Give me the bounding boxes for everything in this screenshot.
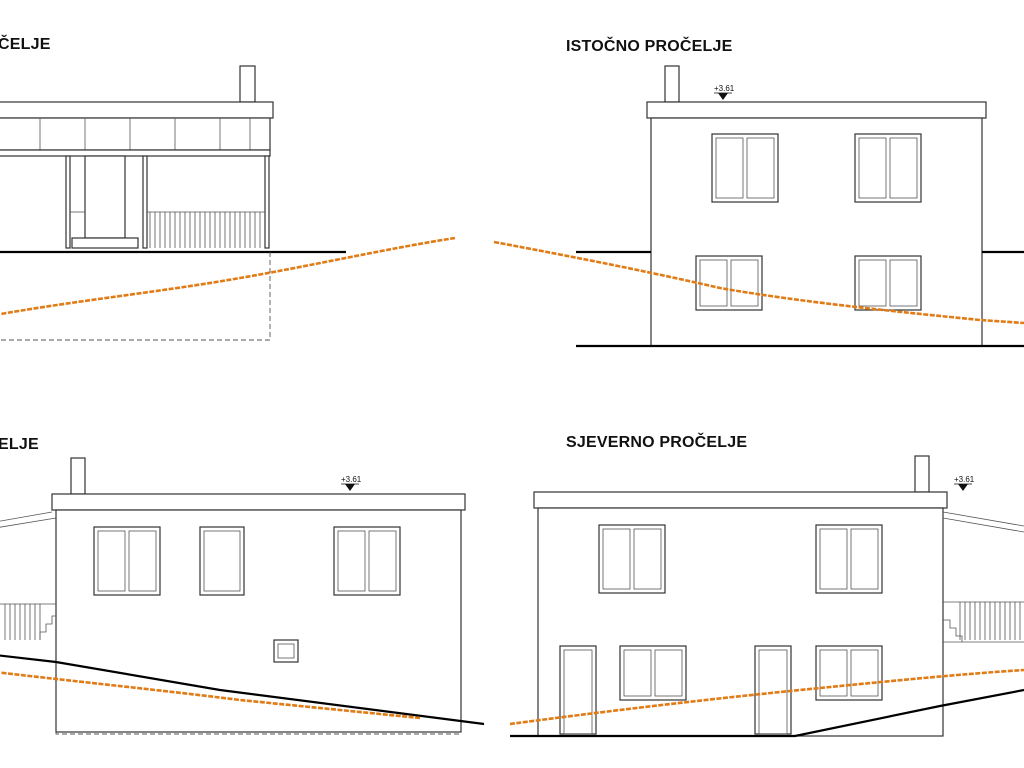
canopy-edge — [0, 511, 53, 522]
side-railing — [0, 603, 56, 640]
window — [93, 526, 161, 596]
elevation-title-north: SJEVERNO PROČELJE — [566, 434, 748, 451]
door — [559, 645, 597, 735]
window — [619, 645, 687, 701]
window — [333, 526, 401, 596]
canopy-edge — [942, 517, 1024, 533]
level-marker-icon — [958, 484, 968, 491]
post — [264, 155, 270, 249]
railing — [70, 211, 265, 248]
chimney — [914, 455, 930, 493]
chimney — [664, 65, 680, 103]
door — [84, 155, 126, 239]
level-label: +3.61 — [954, 475, 975, 484]
terrain-line — [493, 240, 1024, 325]
canopy-edge — [0, 517, 57, 528]
roof-slab — [51, 493, 466, 511]
cladding-band — [0, 117, 271, 151]
elevation-title-bottom-left: ELJE — [0, 436, 39, 453]
small-window — [273, 639, 299, 663]
window — [711, 133, 779, 203]
elevation-north: +3.61 — [509, 455, 1024, 738]
roof-slab — [533, 491, 948, 509]
elevation-east: +3.61 — [493, 65, 1024, 348]
ground-line — [0, 654, 485, 726]
elevation-top-left — [0, 65, 456, 341]
door — [754, 645, 792, 735]
chimney — [70, 457, 86, 495]
level-marker-icon — [718, 93, 728, 100]
roof-slab — [0, 101, 274, 119]
foundation-outline — [55, 732, 461, 735]
ground-line — [510, 688, 1024, 738]
cladding-lines — [39, 118, 251, 150]
elevation-title-east: ISTOČNO PROČELJE — [566, 38, 733, 55]
window — [854, 255, 922, 311]
terrain-line — [509, 668, 1024, 726]
elevation-bottom-left: +3.61 — [0, 457, 485, 735]
window — [854, 133, 922, 203]
level-label: +3.61 — [714, 84, 735, 93]
window — [598, 524, 666, 594]
window — [815, 524, 883, 594]
terrain-line — [0, 671, 421, 720]
post — [142, 155, 148, 249]
beam — [0, 149, 271, 157]
window — [695, 255, 763, 311]
elevation-title-top-left: ČELJE — [0, 36, 51, 53]
window — [815, 645, 883, 701]
chimney — [239, 65, 256, 103]
roof-slab — [646, 101, 987, 119]
level-label: +3.61 — [341, 475, 362, 484]
facade-wall — [650, 117, 983, 347]
post — [65, 155, 71, 249]
entrance-step — [71, 237, 139, 249]
terrain-line — [0, 236, 456, 316]
window — [199, 526, 245, 596]
canopy-edge — [942, 511, 1024, 527]
level-marker-icon — [345, 484, 355, 491]
foundation-outline — [0, 252, 271, 341]
side-railing — [943, 601, 1024, 642]
